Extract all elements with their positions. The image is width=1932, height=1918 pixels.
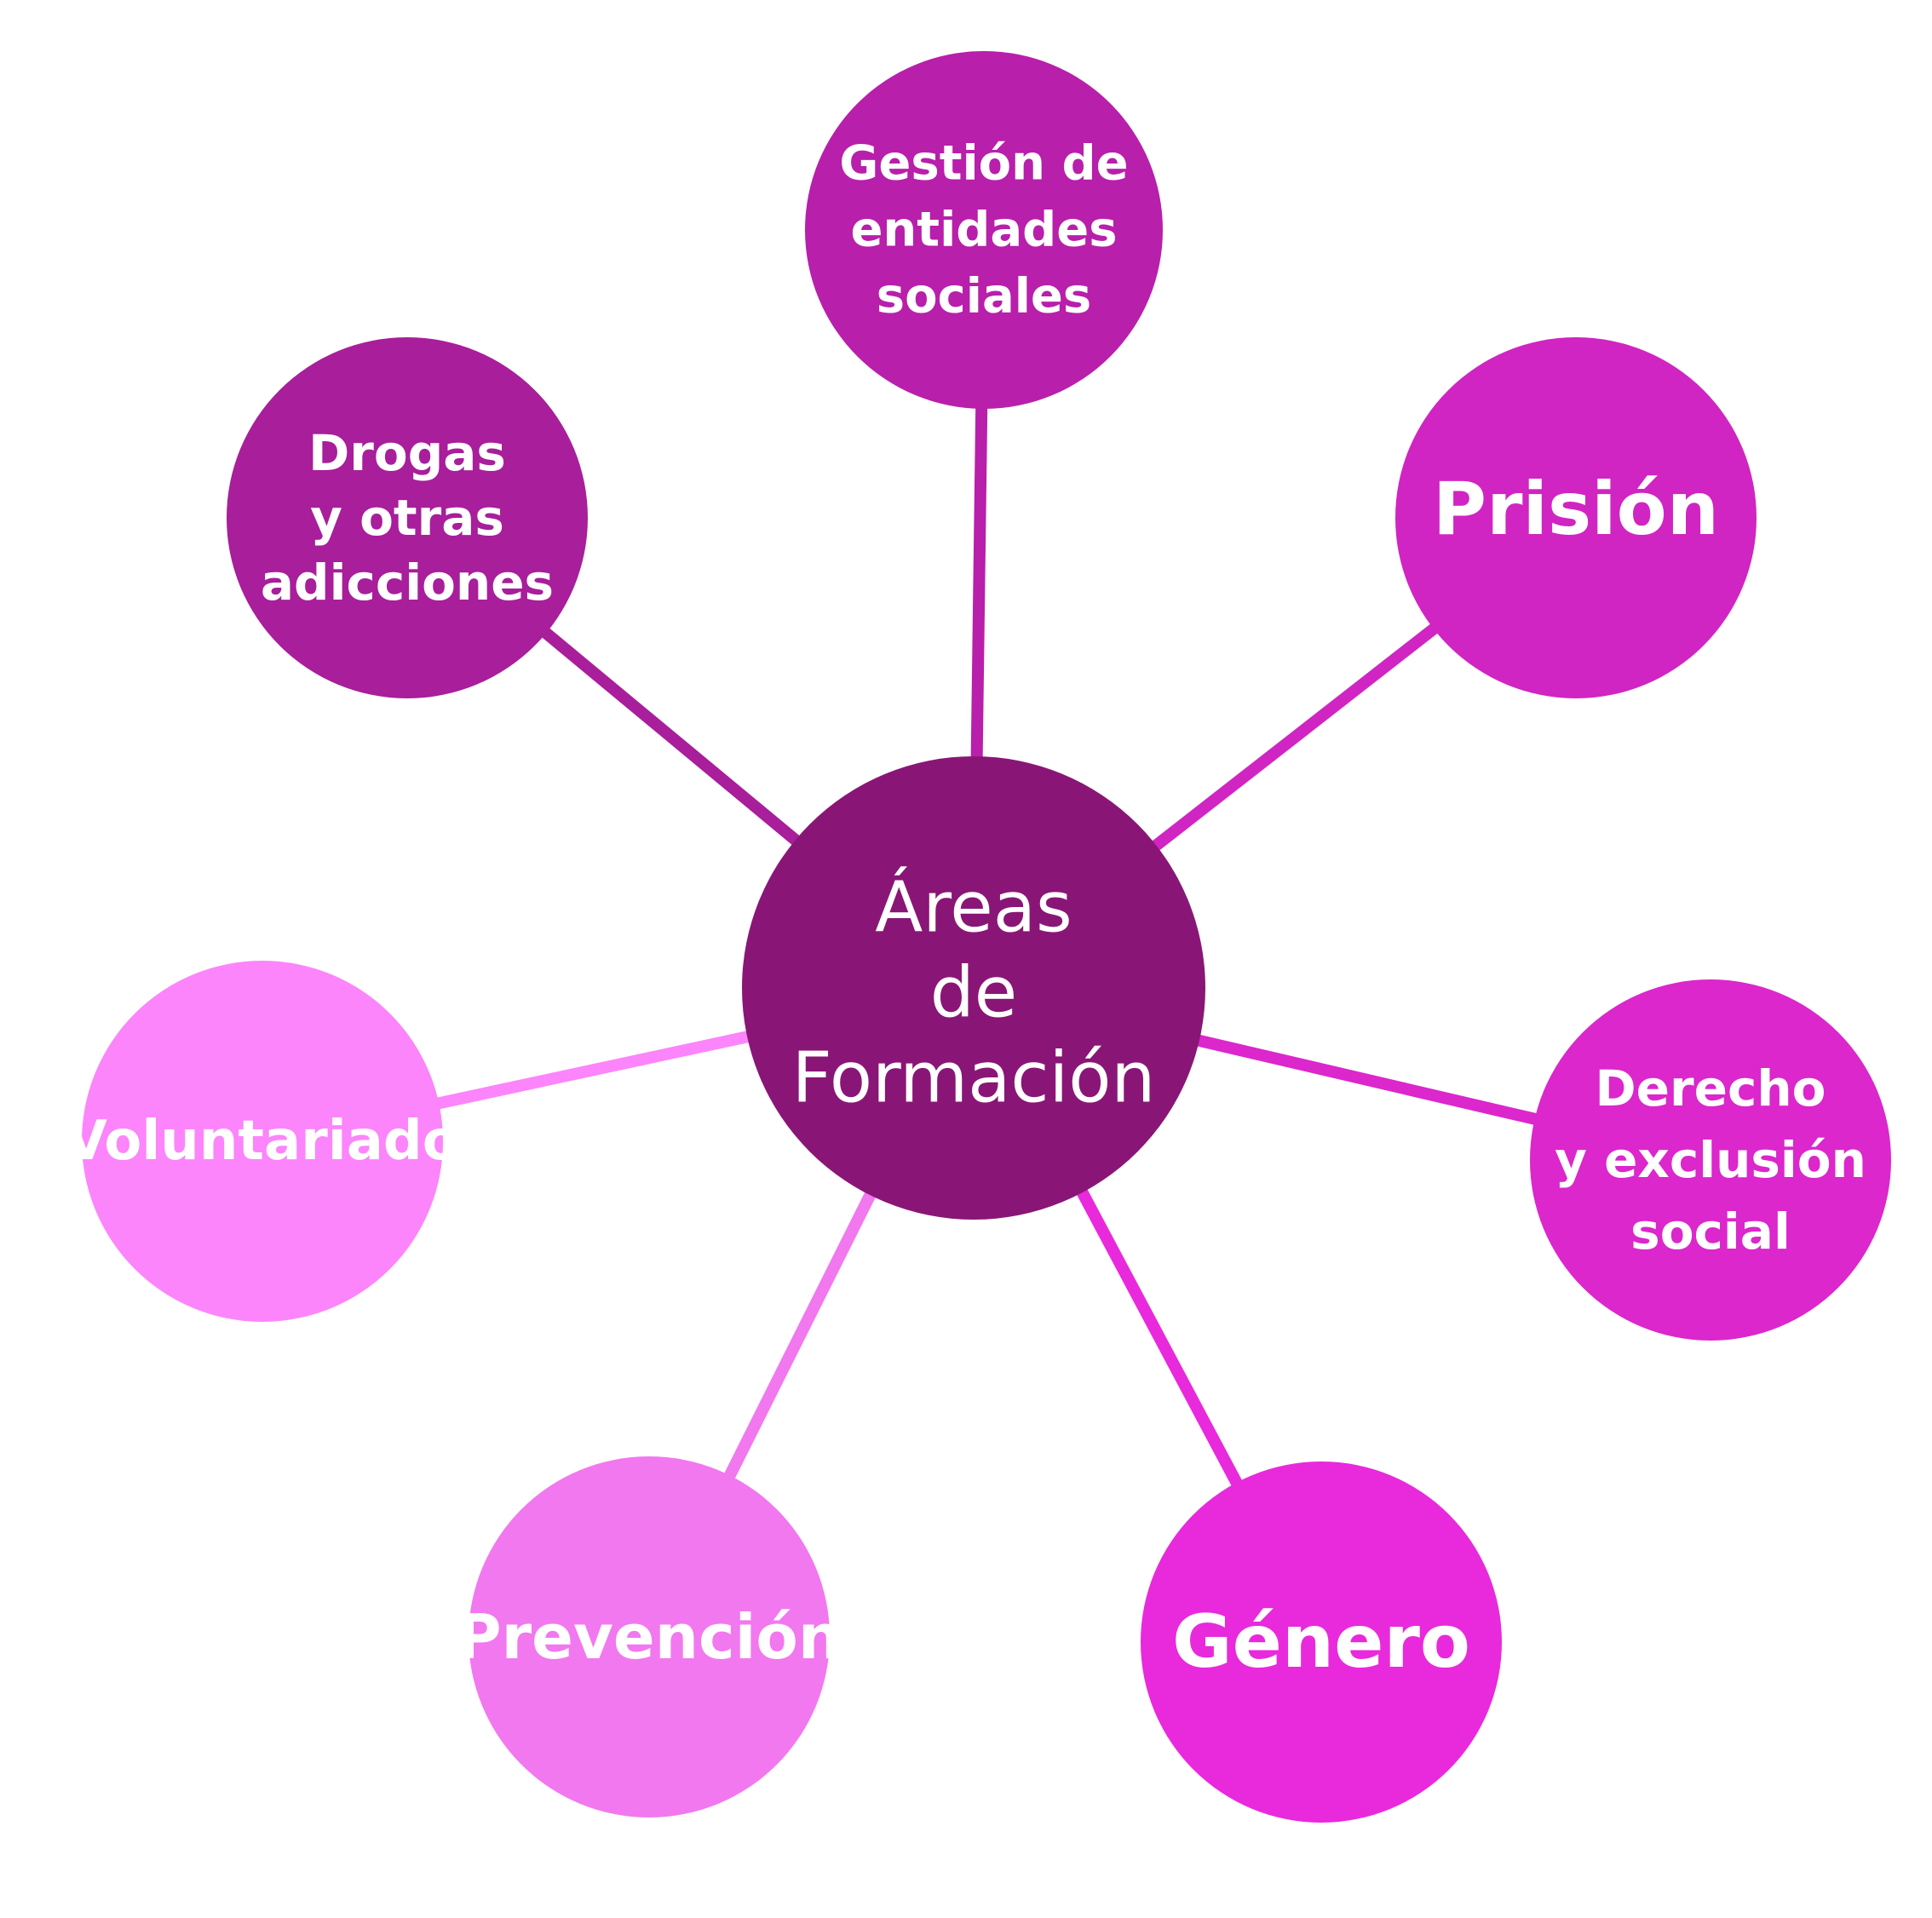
center-label: Formación [792, 1038, 1156, 1119]
node-circle-genero [1141, 1461, 1502, 1823]
node-prision: Prisión [1395, 337, 1757, 698]
node-circle-voluntariado [82, 961, 443, 1322]
node-circle-gestion [805, 51, 1163, 409]
node-label-drogas: Drogas [308, 424, 506, 482]
connector-drogas [537, 623, 813, 856]
node-circle-derecho [1530, 979, 1891, 1341]
node-label-voluntariado: Voluntariado [65, 1110, 459, 1173]
node-genero: Género [1141, 1461, 1502, 1823]
center-circle [742, 756, 1205, 1220]
connector-derecho [1181, 1031, 1543, 1127]
connector-prevencion [721, 1177, 883, 1484]
node-label-derecho: Derecho [1596, 1059, 1826, 1117]
node-label-genero: Género [1172, 1599, 1470, 1685]
node-prevencion: Prevención [457, 1456, 842, 1818]
center-label: Áreas [875, 867, 1072, 949]
connector-voluntariado [430, 1027, 766, 1111]
node-circle-prevencion [469, 1456, 830, 1818]
node-voluntariado: Voluntariado [65, 961, 460, 1322]
node-label-drogas: y otras [310, 489, 504, 547]
node-circle-prision [1395, 337, 1757, 698]
node-label-gestion: sociales [877, 269, 1092, 324]
node-label-derecho: social [1630, 1203, 1791, 1260]
connector-gestion [970, 401, 988, 774]
node-circle-drogas [227, 337, 588, 698]
node-derecho: Derecho y exclusión social [1530, 979, 1891, 1341]
connectors [430, 401, 1543, 1492]
node-label-gestion: Gestión de [839, 136, 1128, 192]
node-label-gestion: entidades [850, 203, 1117, 258]
connector-genero [1069, 1174, 1245, 1492]
node-label-drogas: adicciones [261, 554, 554, 612]
nodes: Gestión de entidades socialesPrisiónDerech… [65, 51, 1891, 1823]
node-gestion: Gestión de entidades sociales [805, 51, 1163, 409]
node-label-prevencion: Prevención [457, 1601, 842, 1673]
node-drogas: Drogas y otras adicciones [227, 337, 588, 698]
node-label-prision: Prisión [1433, 467, 1719, 552]
connector-prision [1139, 619, 1443, 861]
center-label: de [930, 953, 1018, 1034]
node-label-derecho: y exclusión [1555, 1131, 1866, 1189]
